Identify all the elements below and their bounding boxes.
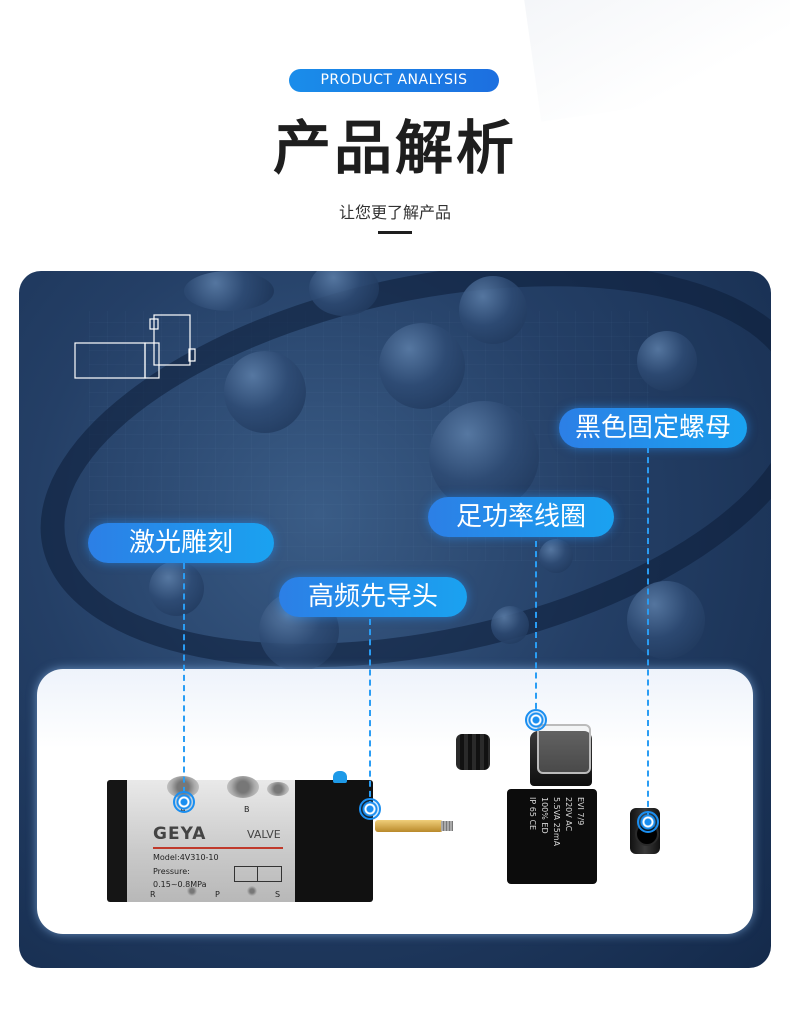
title-underline	[378, 231, 412, 234]
bubble	[491, 606, 529, 644]
screw-hole	[267, 782, 289, 796]
coil-label-line: EVI 7/9	[576, 797, 585, 826]
product-card: A B GEYA VALVE Model:4V310-10 Pressure: …	[37, 669, 753, 934]
top-decoration	[521, 0, 790, 122]
bubble	[309, 271, 379, 316]
callout-laser-engraving: 激光雕刻	[88, 523, 274, 563]
bubble	[379, 323, 465, 409]
bubble	[429, 401, 539, 511]
bubble	[627, 581, 705, 659]
coil-body: EVI 7/9 220V AC 5.5VA 25mA 100% ED IP 65…	[507, 789, 597, 884]
bubble	[149, 561, 204, 616]
callout-line-pilot	[369, 619, 371, 807]
solenoid-valve: A B GEYA VALVE Model:4V310-10 Pressure: …	[107, 776, 377, 902]
coil-label-line: 5.5VA 25mA	[552, 797, 561, 847]
port-b-hole	[227, 776, 259, 798]
pressure-value: 0.15~0.8MPa	[153, 880, 207, 889]
brand-underline	[153, 847, 283, 849]
valve-end-cap	[107, 780, 127, 902]
screw-hole	[247, 886, 257, 896]
port-r-label: R	[150, 890, 156, 899]
bubble	[637, 331, 697, 391]
bubble	[539, 539, 573, 573]
port-s-label: S	[275, 890, 281, 899]
callout-coil: 足功率线圈	[428, 497, 614, 537]
pressure-label: Pressure:	[153, 867, 190, 876]
screw-hole	[187, 886, 197, 896]
page-title: 产品解析	[272, 114, 517, 182]
coil-label-line: 100% ED	[540, 797, 549, 834]
pilot-head	[295, 780, 373, 902]
callout-fixing-nut: 黑色固定螺母	[559, 408, 747, 448]
callout-line-laser	[183, 563, 185, 803]
brand-sub-label: VALVE	[247, 828, 281, 841]
coil-label-line: IP 65 CE	[528, 797, 537, 831]
valve-symbol	[234, 866, 282, 882]
callout-line-nut	[647, 447, 649, 817]
port-b-label: B	[244, 805, 250, 814]
bubble	[459, 276, 527, 344]
target-marker	[359, 798, 381, 820]
coil-connector-cap	[537, 724, 591, 774]
callout-pilot-head: 高频先导头	[279, 577, 467, 617]
target-marker	[173, 791, 195, 813]
pilot-stem	[375, 820, 443, 832]
callout-line-coil	[535, 541, 537, 719]
pilot-stem-thread	[441, 821, 453, 831]
target-marker	[525, 709, 547, 731]
bubble	[184, 271, 274, 311]
model-label: Model:4V310-10	[153, 853, 219, 862]
brand-logo: GEYA	[153, 824, 207, 844]
product-panel: A B GEYA VALVE Model:4V310-10 Pressure: …	[19, 271, 771, 968]
section-badge: PRODUCT ANALYSIS	[289, 69, 499, 92]
port-p-label: P	[215, 890, 220, 899]
target-marker	[637, 811, 659, 833]
page-subtitle: 让您更了解产品	[338, 203, 451, 222]
bubble	[224, 351, 306, 433]
coil-label-line: 220V AC	[564, 797, 573, 832]
coil-connector	[530, 731, 592, 786]
cable-gland	[456, 734, 490, 770]
valve-outline-icon	[74, 314, 196, 379]
manual-override-button	[333, 771, 347, 783]
